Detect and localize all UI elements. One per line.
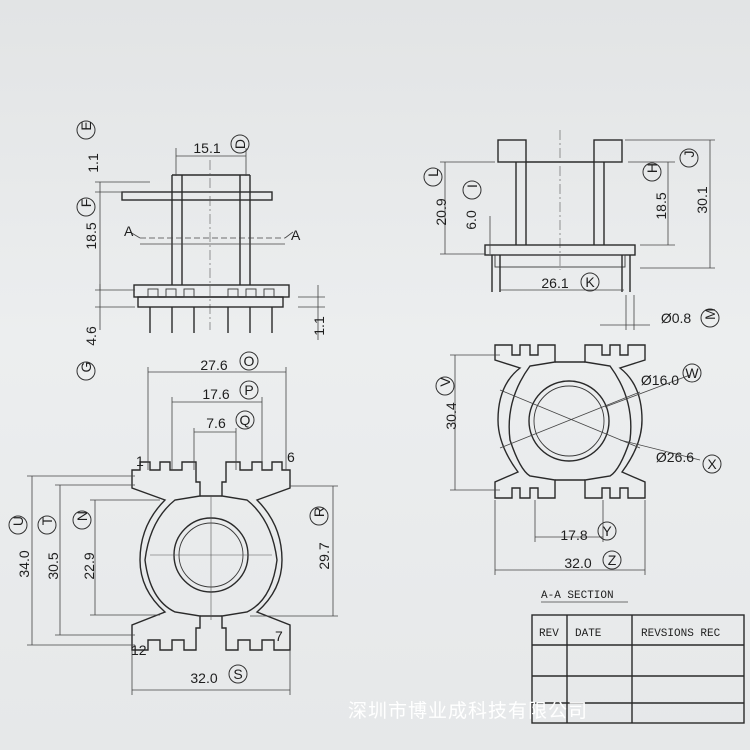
dim-j-marker <box>679 148 699 168</box>
dim-d-letter: D <box>232 139 248 149</box>
dim-x-marker <box>702 454 722 474</box>
dim-i-value: 6.0 <box>463 210 479 230</box>
dim-base-small-value: 1.1 <box>311 316 327 336</box>
dim-n-marker <box>72 510 92 530</box>
table-header-rev: REV <box>539 628 559 640</box>
dim-y-value: 17.8 <box>560 527 587 543</box>
dim-m-marker <box>700 308 720 328</box>
dim-z-marker <box>602 550 622 570</box>
dim-e-marker <box>76 120 96 140</box>
dim-t-marker <box>37 515 57 535</box>
dim-l-value: 20.9 <box>433 198 449 225</box>
dim-i-marker <box>462 180 482 200</box>
dim-s-marker <box>228 664 248 684</box>
dim-f-value: 18.5 <box>83 222 99 249</box>
dim-z-value: 32.0 <box>564 555 591 571</box>
section-title: A-A SECTION <box>541 590 614 602</box>
pin-6-label: 6 <box>287 449 295 465</box>
dim-y-marker <box>597 521 617 541</box>
dim-o-marker <box>239 351 259 371</box>
dim-t-letter: T <box>39 516 55 525</box>
dim-r-letter: R <box>311 507 327 517</box>
dim-v-marker <box>435 376 455 396</box>
dim-v-value: 30.4 <box>443 402 459 429</box>
dim-h-marker <box>642 162 662 182</box>
dim-d-value: 15.1 <box>193 140 220 156</box>
dim-h-value: 18.5 <box>653 192 669 219</box>
table-header-revisions: REVSIONS REC <box>641 628 721 640</box>
dim-x-letter: X <box>707 456 717 472</box>
dim-n-letter: N <box>74 511 90 521</box>
dim-w-marker <box>682 363 702 383</box>
dim-f-marker <box>76 197 96 217</box>
dim-q-value: 7.6 <box>206 415 226 431</box>
dim-e-value: 1.1 <box>85 153 101 173</box>
dim-v-letter: V <box>437 377 453 387</box>
pin-7-label: 7 <box>275 628 283 644</box>
front-view <box>440 130 715 330</box>
dim-i-letter: I <box>464 184 480 188</box>
bottom-view <box>450 344 701 575</box>
dim-f-letter: F <box>78 199 94 208</box>
dim-d-marker <box>230 134 250 154</box>
dim-g-value: 4.6 <box>83 326 99 346</box>
dim-l-marker <box>423 167 443 187</box>
pin-12-label: 12 <box>131 642 147 658</box>
dim-s-letter: S <box>233 666 242 682</box>
dim-p-marker <box>239 380 259 400</box>
dim-s-value: 32.0 <box>190 670 217 686</box>
dim-l-letter: L <box>425 169 441 177</box>
dim-j-letter: J <box>681 151 697 158</box>
dim-e-letter: E <box>78 121 94 130</box>
dim-u-value: 34.0 <box>16 550 32 577</box>
dim-r-value: 29.7 <box>316 542 332 569</box>
dim-h-letter: H <box>644 163 660 173</box>
dim-t-value: 30.5 <box>45 552 61 579</box>
dim-g-marker <box>76 361 96 381</box>
dim-m-value: Ø0.8 <box>661 310 692 326</box>
dim-j-value: 30.1 <box>694 186 710 213</box>
dim-k-letter: K <box>585 274 595 290</box>
dim-k-value: 26.1 <box>541 275 568 291</box>
dim-p-value: 17.6 <box>202 386 229 402</box>
dim-k-marker <box>580 272 600 292</box>
section-mark-a-left: A <box>124 223 134 239</box>
dim-q-marker <box>235 410 255 430</box>
dim-g-letter: G <box>78 362 94 373</box>
dim-q-letter: Q <box>240 412 251 428</box>
dim-w-value: Ø16.0 <box>641 372 679 388</box>
dim-m-letter: M <box>702 308 718 320</box>
dim-r-marker <box>309 506 329 526</box>
company-watermark: 深圳市博业成科技有限公司 <box>348 700 588 722</box>
table-header-date: DATE <box>575 628 602 640</box>
revision-table <box>531 614 745 724</box>
dim-w-letter: W <box>685 365 699 381</box>
dim-u-marker <box>8 515 28 535</box>
section-mark-a-right: A <box>291 227 301 243</box>
dim-o-value: 27.6 <box>200 357 227 373</box>
dim-o-letter: O <box>244 353 255 369</box>
dim-x-value: Ø26.6 <box>656 449 694 465</box>
dim-n-value: 22.9 <box>81 552 97 579</box>
side-view <box>95 148 325 340</box>
dim-p-letter: P <box>244 382 253 398</box>
top-view <box>27 367 338 695</box>
dim-z-letter: Z <box>608 552 617 568</box>
dim-u-letter: U <box>10 516 26 526</box>
pin-1-label: 1 <box>136 453 144 469</box>
dim-y-letter: Y <box>602 523 612 539</box>
